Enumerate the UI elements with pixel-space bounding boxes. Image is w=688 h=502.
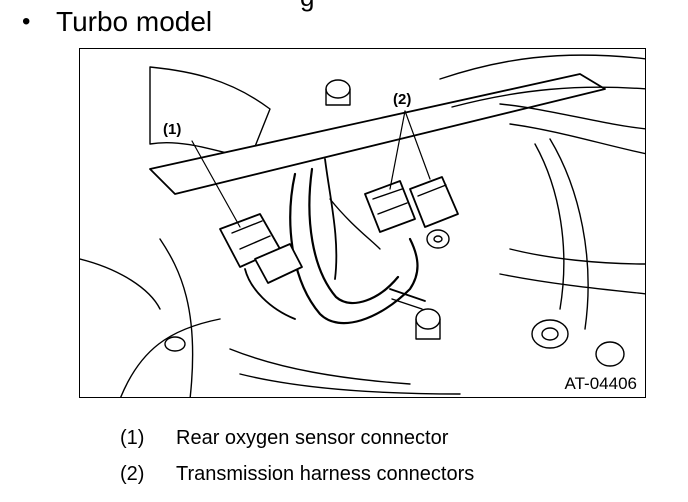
heading-text: Turbo model <box>56 6 213 37</box>
legend-number: (2) <box>120 463 145 485</box>
bullet-icon: • <box>22 8 31 35</box>
engine-line-drawing <box>80 54 645 397</box>
legend-text: Rear oxygen sensor connector <box>176 427 449 449</box>
figure-code: AT-04406 <box>562 374 639 393</box>
legend-text: Transmission harness connectors <box>176 463 475 485</box>
section-heading: • Turbo model <box>22 2 212 42</box>
legend-item: (2) Transmission harness connectors <box>120 456 680 492</box>
cut-off-previous-text: g <box>300 0 314 10</box>
legend-item: (1) Rear oxygen sensor connector <box>120 420 680 456</box>
figure-legend: (1) Rear oxygen sensor connector (2) Tra… <box>120 420 680 492</box>
engine-illustration: (1) (2) AT-04406 <box>79 48 646 398</box>
legend-number: (1) <box>120 427 145 449</box>
callout-2: (2) <box>392 91 413 108</box>
callout-1: (1) <box>162 121 183 138</box>
